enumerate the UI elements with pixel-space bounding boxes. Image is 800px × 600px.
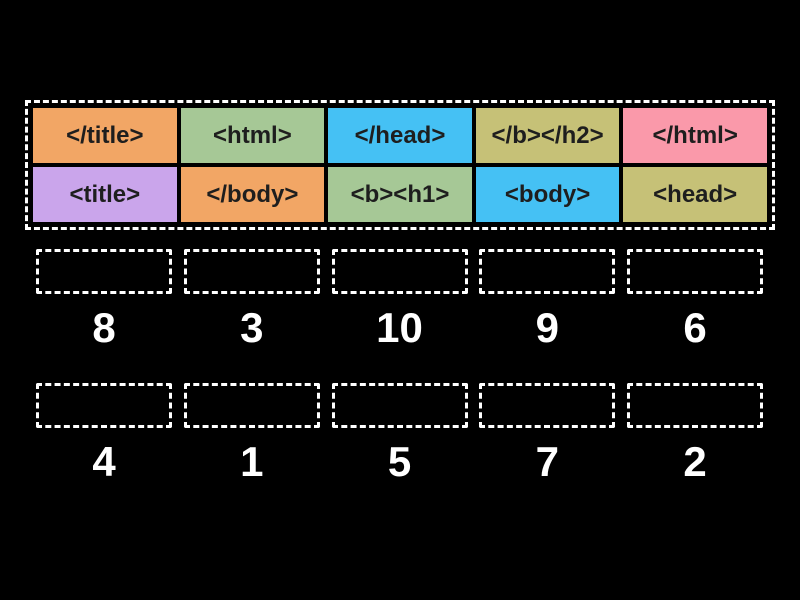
answer-col-9: 9 — [479, 249, 616, 351]
answer-col-4: 4 — [36, 383, 172, 483]
tile-close-html[interactable]: </html> — [623, 108, 767, 163]
tile-close-head[interactable]: </head> — [328, 108, 472, 163]
slot-number: 6 — [683, 304, 707, 351]
tile-b-h1[interactable]: <b><h1> — [328, 167, 472, 222]
answer-slot-9[interactable] — [479, 249, 616, 294]
slot-number: 5 — [387, 438, 412, 485]
answer-col-8: 8 — [36, 249, 172, 349]
answer-col-1: 1 — [183, 383, 320, 485]
answer-slot-3[interactable] — [183, 249, 320, 294]
tile-close-b-close-h2[interactable]: </b></h2> — [475, 108, 620, 163]
answer-slot-10[interactable] — [331, 249, 468, 294]
slot-number: 10 — [376, 304, 423, 351]
slot-number: 1 — [240, 438, 264, 485]
answer-col-7: 7 — [479, 383, 616, 485]
tile-close-title[interactable]: </title> — [33, 108, 177, 163]
tile-html[interactable]: <html> — [180, 108, 325, 163]
tile-title[interactable]: <title> — [33, 167, 177, 222]
slot-number: 2 — [683, 438, 707, 485]
answer-col-10: 10 — [331, 249, 468, 351]
slot-number: 7 — [535, 438, 559, 485]
answer-slot-7[interactable] — [479, 383, 616, 428]
answer-col-2: 2 — [627, 383, 763, 483]
answer-col-5: 5 — [331, 383, 468, 485]
slot-number: 8 — [92, 304, 116, 351]
answer-row-2: 4 1 5 7 2 — [36, 383, 763, 483]
tile-body[interactable]: <body> — [475, 167, 620, 222]
tile-close-body[interactable]: </body> — [180, 167, 325, 222]
answer-slot-5[interactable] — [331, 383, 468, 428]
answer-col-3: 3 — [183, 249, 320, 351]
slot-number: 3 — [240, 304, 264, 351]
answer-slot-2[interactable] — [627, 383, 763, 428]
answer-slot-8[interactable] — [36, 249, 172, 294]
tile-pool-row-2: <title> </body> <b><h1> <body> <head> — [33, 167, 767, 222]
tile-pool-row-1: </title> <html> </head> </b></h2> </html… — [33, 108, 767, 163]
tile-pool: </title> <html> </head> </b></h2> </html… — [25, 100, 775, 230]
slot-number: 4 — [92, 438, 116, 485]
answer-row-1: 8 3 10 9 6 — [36, 249, 763, 349]
slot-number: 9 — [535, 304, 559, 351]
answer-col-6: 6 — [627, 249, 763, 349]
answer-slot-6[interactable] — [627, 249, 763, 294]
answer-slot-1[interactable] — [183, 383, 320, 428]
tile-head[interactable]: <head> — [623, 167, 767, 222]
answer-slot-4[interactable] — [36, 383, 172, 428]
